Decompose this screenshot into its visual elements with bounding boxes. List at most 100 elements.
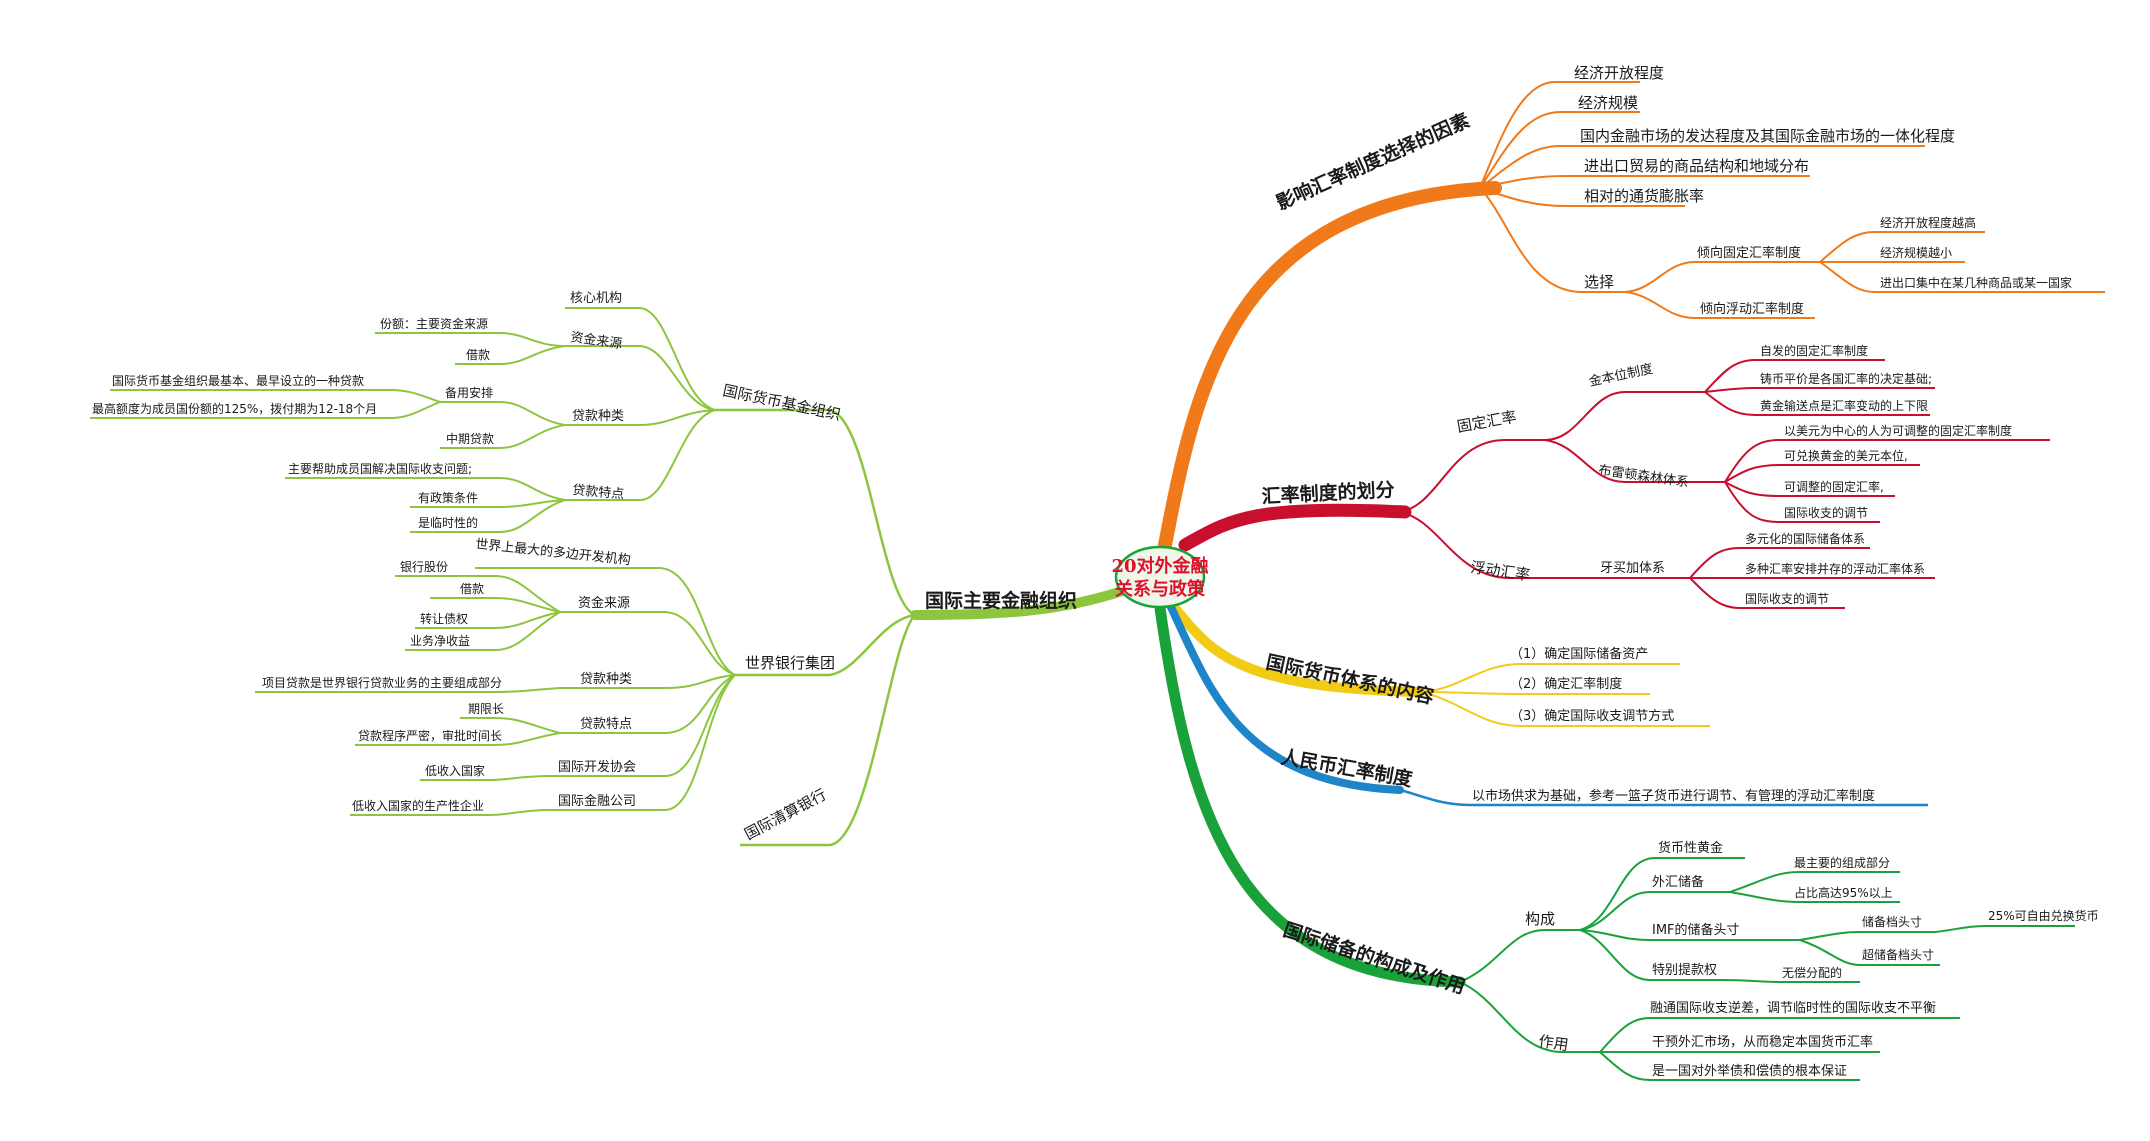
reserves-role-item[interactable]: 是一国对外举债和偿债的根本保证 <box>1652 1063 1847 1079</box>
wb-intro[interactable]: 世界上最大的多边开发机构 <box>475 536 632 568</box>
org-imf[interactable]: 国际货币基金组织 <box>721 381 842 424</box>
imf-features-item[interactable]: 有政策条件 <box>418 491 478 505</box>
imf-standby[interactable]: 备用安排 <box>445 385 493 400</box>
connector-orgs <box>910 585 1130 620</box>
branch-division <box>1399 359 2050 609</box>
wb-funds-item[interactable]: 业务净收益 <box>410 633 470 648</box>
center-title-line2: 关系与政策 <box>1115 578 1206 600</box>
division-bw[interactable]: 布雷顿森林体系 <box>1597 463 1689 491</box>
imf-standby-item[interactable]: 最高额度为成员国份额的125%，拨付期为12-18个月 <box>92 401 377 416</box>
wb-funds[interactable]: 资金来源 <box>578 595 630 611</box>
imf-features-item[interactable]: 是临时性的 <box>418 515 478 530</box>
factor-choice[interactable]: 选择 <box>1584 273 1614 291</box>
wb-ida-item[interactable]: 低收入国家 <box>425 763 485 778</box>
center-node[interactable]: 20对外金融 关系与政策 <box>1111 545 1209 609</box>
imf-loans[interactable]: 贷款种类 <box>572 409 624 424</box>
main-branch-connectors <box>910 181 1502 988</box>
imf-funds-item[interactable]: 份额：主要资金来源 <box>380 316 488 331</box>
division-jamaica-item[interactable]: 多元化的国际储备体系 <box>1745 531 1865 546</box>
factor-choice-fixed[interactable]: 倾向固定汇率制度 <box>1697 245 1801 261</box>
reserves-role-item[interactable]: 干预外汇市场，从而稳定本国货币汇率 <box>1652 1034 1873 1050</box>
center-title-line1: 20对外金融 <box>1111 555 1208 577</box>
branch-reserves <box>1459 857 2075 1081</box>
imf-features-item[interactable]: 主要帮助成员国解决国际收支问题; <box>288 462 472 476</box>
imf-mid[interactable]: 中期贷款 <box>446 431 494 446</box>
imf-standby-item[interactable]: 国际货币基金组织最基本、最早设立的一种贷款 <box>112 373 364 388</box>
reserves-sdr-item[interactable]: 无偿分配的 <box>1782 965 1842 980</box>
wb-loans-item[interactable]: 项目贷款是世界银行贷款业务的主要组成部分 <box>262 675 502 690</box>
division-bw-item[interactable]: 国际收支的调节 <box>1784 505 1868 520</box>
topic-orgs[interactable]: 国际主要金融组织 <box>925 589 1077 612</box>
division-gold-item[interactable]: 黄金输送点是汇率变动的上下限 <box>1760 398 1928 413</box>
ims-item[interactable]: （2）确定汇率制度 <box>1510 676 1622 692</box>
wb-funds-item[interactable]: 借款 <box>460 582 484 596</box>
reserves-tranche-item[interactable]: 25%可自由兑换货币 <box>1988 908 2099 923</box>
wb-features-item[interactable]: 期限长 <box>468 702 504 716</box>
division-gold[interactable]: 金本位制度 <box>1588 361 1655 390</box>
imf-funds-item[interactable]: 借款 <box>466 348 490 362</box>
branch-factors <box>1479 81 2105 319</box>
wb-funds-item[interactable]: 银行股份 <box>400 560 448 574</box>
branch-orgs-wb <box>255 567 736 816</box>
reserves-role-item[interactable]: 融通国际收支逆差，调节临时性的国际收支不平衡 <box>1650 1000 1936 1016</box>
factor-item[interactable]: 相对的通货膨胀率 <box>1584 187 1704 205</box>
factor-item[interactable]: 进出口贸易的商品结构和地域分布 <box>1584 157 1809 175</box>
connector-factors <box>1158 181 1502 552</box>
reserves-role[interactable]: 作用 <box>1537 1032 1569 1054</box>
division-gold-item[interactable]: 自发的固定汇率制度 <box>1760 343 1868 358</box>
wb-features[interactable]: 贷款特点 <box>580 717 632 732</box>
connector-rmb <box>1166 601 1404 794</box>
reserves-composition[interactable]: 构成 <box>1525 910 1555 928</box>
factor-choice-floating[interactable]: 倾向浮动汇率制度 <box>1700 301 1804 317</box>
org-bis[interactable]: 国际清算银行 <box>741 785 829 843</box>
topic-reserves[interactable]: 国际储备的构成及作用 <box>1280 918 1468 999</box>
factor-fixed-item[interactable]: 经济规模越小 <box>1880 245 1952 260</box>
factor-item[interactable]: 国内金融市场的发达程度及其国际金融市场的一体化程度 <box>1580 127 1955 145</box>
wb-ifc[interactable]: 国际金融公司 <box>558 793 636 809</box>
reserves-fx[interactable]: 外汇储备 <box>1652 874 1704 890</box>
imf-features[interactable]: 贷款特点 <box>572 483 625 502</box>
reserves-imf[interactable]: IMF的储备头寸 <box>1652 922 1740 938</box>
reserves-fx-item[interactable]: 占比高达95%以上 <box>1794 885 1893 900</box>
reserves-gold[interactable]: 货币性黄金 <box>1658 840 1723 856</box>
division-fixed[interactable]: 固定汇率 <box>1456 408 1518 436</box>
connector-division <box>1178 503 1412 552</box>
ims-item[interactable]: （3）确定国际收支调节方式 <box>1510 708 1674 724</box>
wb-funds-item[interactable]: 转让债权 <box>420 611 468 626</box>
orgs-labels: 国际货币基金组织 世界银行集团 国际清算银行 核心机构 资金来源 贷款种类 贷款… <box>92 291 842 844</box>
factor-fixed-item[interactable]: 进出口集中在某几种商品或某一国家 <box>1880 275 2072 290</box>
division-jamaica-item[interactable]: 国际收支的调节 <box>1745 591 1829 606</box>
connector-reserves <box>1154 602 1466 988</box>
org-wb[interactable]: 世界银行集团 <box>745 654 835 672</box>
imf-funds[interactable]: 资金来源 <box>569 329 623 352</box>
ims-labels: （1）确定国际储备资产 （2）确定汇率制度 （3）确定国际收支调节方式 <box>1510 646 1674 724</box>
factor-fixed-item[interactable]: 经济开放程度越高 <box>1880 215 1976 230</box>
reserves-tranche[interactable]: 储备档头寸 <box>1862 914 1922 929</box>
division-gold-item[interactable]: 铸币平价是各国汇率的决定基础; <box>1760 371 1932 386</box>
topic-division[interactable]: 汇率制度的划分 <box>1261 478 1395 508</box>
reserves-sdr[interactable]: 特别提款权 <box>1652 962 1717 978</box>
division-bw-item[interactable]: 可兑换黄金的美元本位, <box>1784 448 1908 463</box>
ims-item[interactable]: （1）确定国际储备资产 <box>1510 646 1648 662</box>
reserves-super[interactable]: 超储备档头寸 <box>1862 947 1934 962</box>
reserves-labels: 构成 作用 货币性黄金 外汇储备 IMF的储备头寸 特别提款权 最主要的组成部分… <box>1525 840 2099 1079</box>
branch-rmb <box>1399 788 1928 807</box>
wb-features-item[interactable]: 贷款程序严密，审批时间长 <box>358 728 502 743</box>
branch-ims <box>1419 663 1710 727</box>
division-floating[interactable]: 浮动汇率 <box>1469 558 1531 584</box>
division-bw-item[interactable]: 可调整的固定汇率, <box>1784 479 1884 494</box>
branch-orgs-imf <box>90 307 716 533</box>
wb-ida[interactable]: 国际开发协会 <box>558 759 636 775</box>
reserves-fx-item[interactable]: 最主要的组成部分 <box>1794 855 1890 870</box>
wb-loans[interactable]: 贷款种类 <box>580 672 632 687</box>
factor-item[interactable]: 经济规模 <box>1578 94 1638 112</box>
connector-ims <box>1165 597 1425 697</box>
division-jamaica[interactable]: 牙买加体系 <box>1600 561 1665 576</box>
imf-core[interactable]: 核心机构 <box>570 291 622 306</box>
branch-orgs <box>715 408 916 847</box>
division-jamaica-item[interactable]: 多种汇率安排并存的浮动汇率体系 <box>1745 561 1925 576</box>
factor-item[interactable]: 经济开放程度 <box>1574 64 1664 82</box>
rmb-item[interactable]: 以市场供求为基础，参考一篮子货币进行调节、有管理的浮动汇率制度 <box>1472 788 1875 804</box>
division-bw-item[interactable]: 以美元为中心的人为可调整的固定汇率制度 <box>1784 423 2012 438</box>
wb-ifc-item[interactable]: 低收入国家的生产性企业 <box>352 798 484 813</box>
